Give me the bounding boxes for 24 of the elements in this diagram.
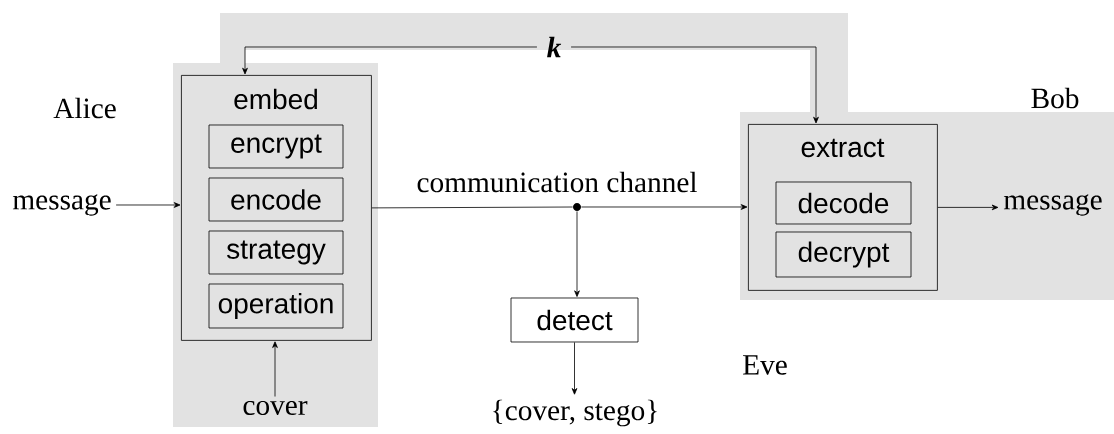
text-label: Eve <box>743 355 787 375</box>
text-label: Alice <box>53 97 116 119</box>
arrow <box>937 204 999 211</box>
arrow <box>570 46 819 124</box>
text-label: message <box>12 194 111 216</box>
process-box: operation <box>208 283 344 329</box>
arrow <box>115 202 181 208</box>
process-box: encode <box>208 177 344 222</box>
process-box: decrypt <box>775 231 912 278</box>
text-label: {cover, stego} <box>493 399 657 427</box>
arrow <box>571 342 578 395</box>
arrow <box>272 341 278 397</box>
text-label: cover <box>243 400 308 416</box>
text-label: message <box>1003 194 1102 216</box>
process-box: decode <box>775 181 912 225</box>
text-label: communication channel <box>417 171 697 193</box>
process-box: detect <box>510 297 639 343</box>
text-label: k <box>547 36 562 58</box>
text-label: Bob <box>1031 87 1079 109</box>
process-box: strategy <box>208 230 344 275</box>
arrow <box>242 46 538 75</box>
process-box: encrypt <box>208 124 344 169</box>
arrow <box>574 211 580 297</box>
arrow <box>581 204 748 210</box>
